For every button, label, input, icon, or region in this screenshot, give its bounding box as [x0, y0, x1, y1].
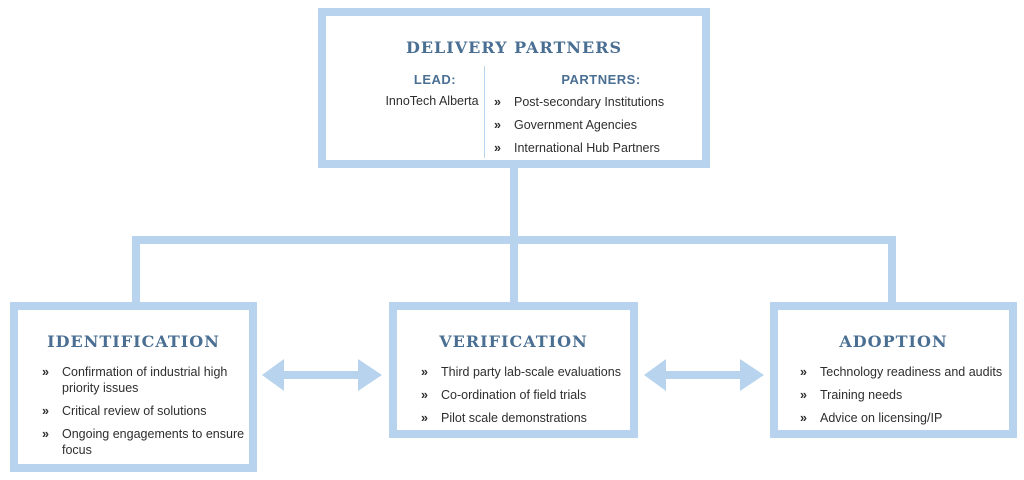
list-item: »Critical review of solutions: [42, 404, 207, 418]
list-item: »Co-ordination of field trials: [421, 388, 587, 402]
partners-list: »Post-secondary Institutions »Government…: [494, 94, 704, 163]
list-item: »Government Agencies: [494, 118, 637, 132]
lead-value: InnoTech Alberta: [385, 94, 479, 108]
identification-title: IDENTIFICATION: [47, 332, 220, 351]
column-divider: [484, 66, 485, 158]
list-item: »Technology readiness and audits: [800, 365, 1003, 379]
bullet-icon: »: [800, 411, 807, 425]
double-arrow-left: [262, 359, 382, 391]
bullet-icon: »: [800, 365, 807, 379]
verification-title: VERIFICATION: [439, 332, 588, 351]
adoption-box: ADOPTION »Technology readiness and audit…: [770, 302, 1017, 438]
bullet-icon: »: [421, 365, 428, 379]
bullet-icon: »: [800, 388, 807, 402]
list-item: »Advice on licensing/IP: [800, 411, 943, 425]
bullet-icon: »: [421, 388, 428, 402]
lead-label: LEAD:: [413, 72, 457, 87]
bullet-icon: »: [494, 95, 501, 109]
identification-list: »Confirmation of industrial high priorit…: [42, 364, 247, 465]
list-item: »Third party lab-scale evaluations: [421, 365, 621, 379]
bullet-icon: »: [42, 404, 49, 418]
identification-box: IDENTIFICATION »Confirmation of industri…: [10, 302, 257, 472]
delivery-partners-box: DELIVERY PARTNERS LEAD: InnoTech Alberta…: [318, 8, 710, 168]
list-item: »International Hub Partners: [494, 141, 660, 155]
list-item: »Ongoing engagements to ensure focus: [42, 427, 245, 457]
verification-list: »Third party lab-scale evaluations »Co-o…: [421, 364, 636, 433]
adoption-list: »Technology readiness and audits »Traini…: [800, 364, 1015, 433]
list-item: »Post-secondary Institutions: [494, 95, 665, 109]
list-item: »Confirmation of industrial high priorit…: [42, 365, 228, 395]
adoption-title: ADOPTION: [839, 332, 948, 351]
bullet-icon: »: [421, 411, 428, 425]
bullet-icon: »: [42, 365, 49, 379]
list-item: »Training needs: [800, 388, 903, 402]
partners-label: PARTNERS:: [561, 72, 641, 87]
delivery-partners-title: DELIVERY PARTNERS: [405, 38, 623, 57]
bullet-icon: »: [42, 427, 49, 441]
bullet-icon: »: [494, 118, 501, 132]
bullet-icon: »: [494, 141, 501, 155]
double-arrow-right: [644, 359, 764, 391]
verification-box: VERIFICATION »Third party lab-scale eval…: [389, 302, 638, 438]
list-item: »Pilot scale demonstrations: [421, 411, 587, 425]
